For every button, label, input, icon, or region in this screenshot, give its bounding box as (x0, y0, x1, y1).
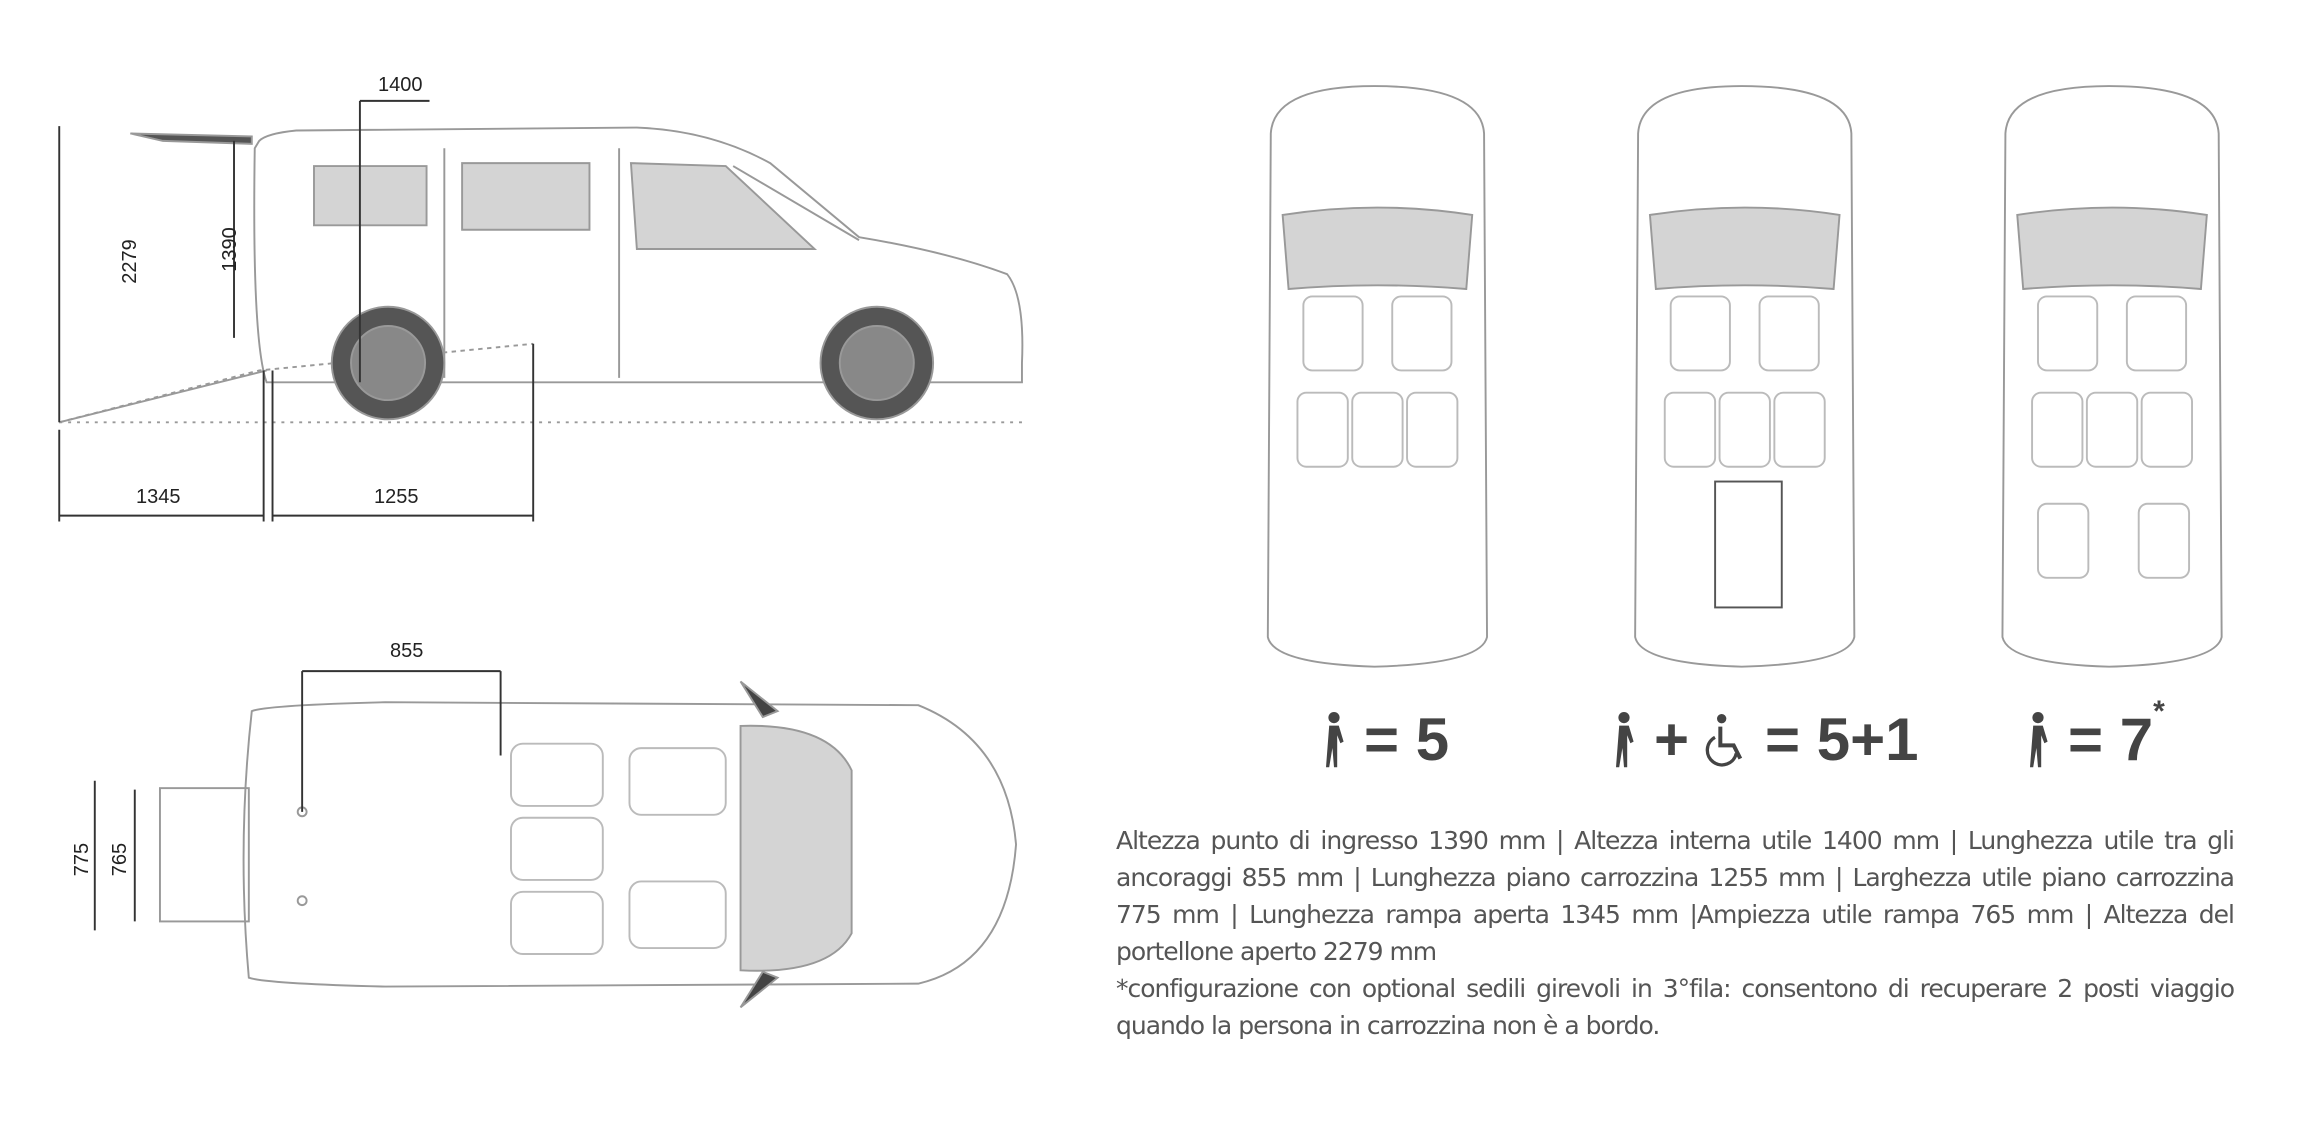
dim-tailgate-height: 2279 (118, 239, 141, 284)
dim-floor-length: 1255 (374, 486, 419, 508)
top-view-5-plus-1 (1634, 85, 1856, 668)
dim-floor-width: 775 (71, 842, 94, 877)
top-view-5-seats (1266, 85, 1488, 668)
specs-description: Altezza punto di ingresso 1390 mm | Alte… (1116, 822, 2235, 1044)
dim-entry-height: 1390 (218, 227, 241, 272)
capacity-5-plus-1: + = 5+1 (1608, 705, 1919, 774)
wheelchair-icon (1705, 713, 1743, 766)
dim-interior-height: 1400 (378, 74, 423, 96)
top-view-van (93, 670, 1018, 1009)
side-view-van (58, 99, 1024, 522)
dim-ramp-width: 765 (109, 842, 132, 877)
person-icon (1616, 711, 1634, 767)
footnote-text: *configurazione con optional sedili gire… (1116, 974, 2235, 1040)
person-icon (1326, 711, 1344, 767)
capacity-5: = 5 (1318, 705, 1449, 774)
dim-ramp-length: 1345 (136, 486, 181, 508)
capacity-7: = 7* (2022, 695, 2165, 774)
dim-anchor-length: 855 (390, 640, 424, 662)
person-icon (2030, 711, 2048, 767)
specs-text: Altezza punto di ingresso 1390 mm | Alte… (1116, 826, 2235, 966)
top-view-7-seats (2001, 85, 2223, 668)
